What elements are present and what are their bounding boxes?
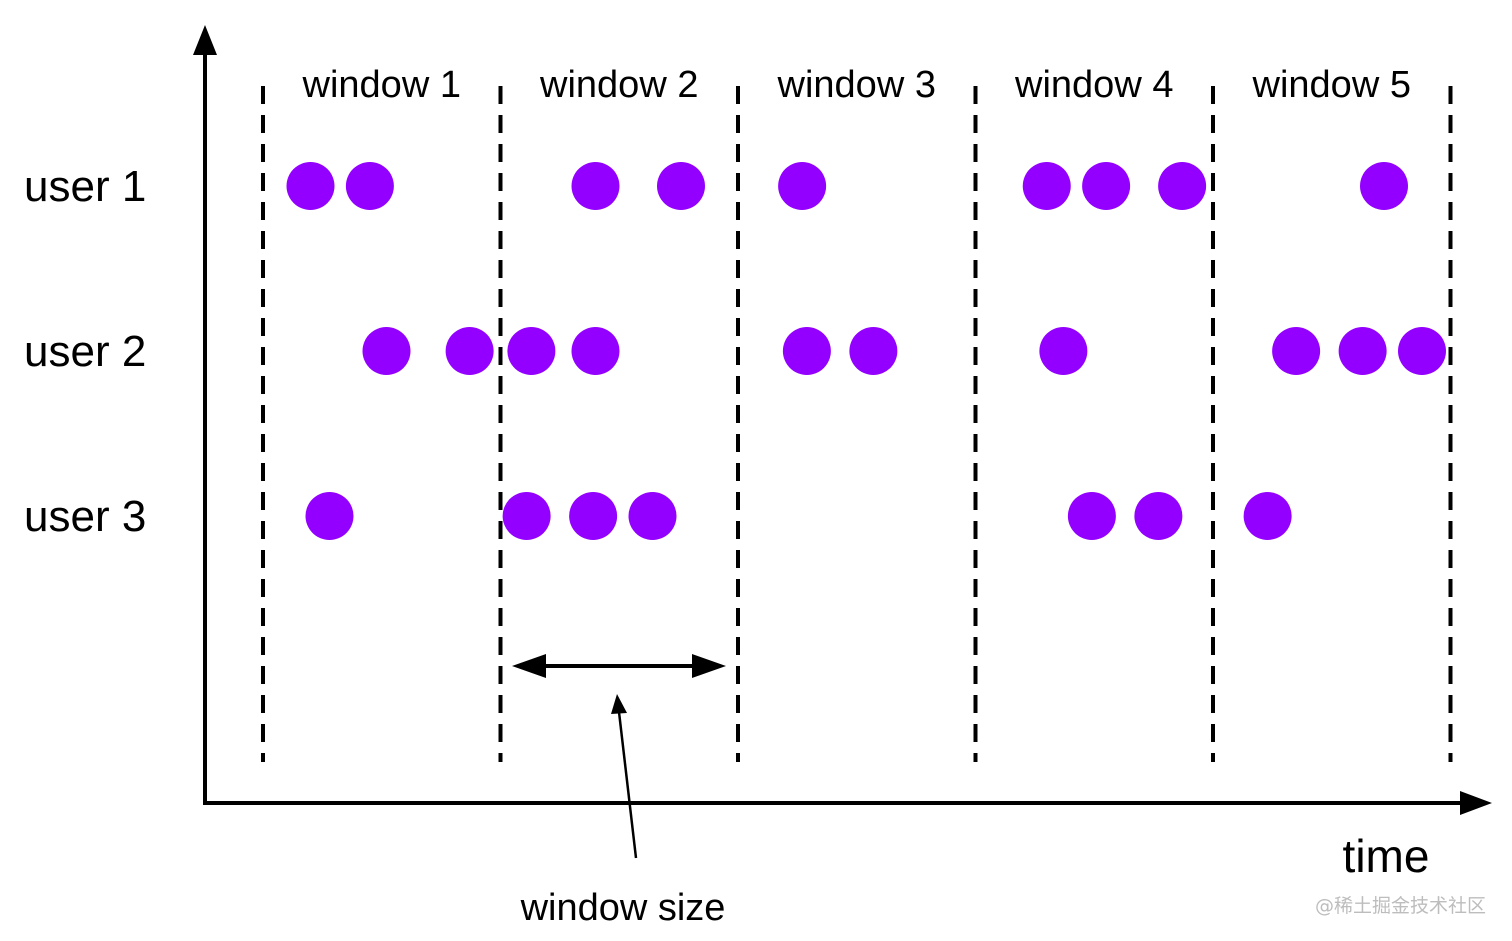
window-labels: window 1 window 2 window 3 window 4 window 5 <box>302 64 1411 106</box>
window-dividers <box>261 86 1453 762</box>
event-dot <box>502 492 551 540</box>
event-dot <box>1338 327 1387 375</box>
event-dot <box>657 162 705 210</box>
window-size-label: window size <box>520 887 726 929</box>
event-dot <box>1158 162 1207 210</box>
event-dot <box>1039 327 1088 375</box>
x-axis-arrowhead <box>1460 791 1492 815</box>
event-dot <box>286 162 335 210</box>
window-size-arrow-left <box>512 654 546 678</box>
event-dot <box>1067 492 1116 540</box>
event-dot <box>571 162 620 210</box>
event-dot <box>362 327 411 375</box>
event-dot <box>305 492 354 540</box>
window-size-indicator: window size <box>512 654 726 929</box>
event-dot <box>1272 327 1321 375</box>
event-dot <box>1243 492 1292 540</box>
x-axis-label: time <box>1343 830 1430 882</box>
event-dot <box>571 327 620 375</box>
event-dot <box>1082 162 1131 210</box>
y-axis-arrowhead <box>193 25 217 55</box>
event-dot <box>1398 327 1446 375</box>
window-size-pointer-arrowhead <box>611 694 627 714</box>
event-dot <box>569 492 618 540</box>
watermark: @稀土掘金技术社区 <box>1315 895 1486 917</box>
user-label: user 3 <box>24 492 146 541</box>
window-label: window 1 <box>302 64 461 106</box>
event-dot <box>507 327 556 375</box>
window-size-pointer-line <box>617 711 638 859</box>
event-dots <box>286 162 1446 540</box>
window-label: window 4 <box>1014 64 1173 106</box>
event-dot <box>345 162 394 210</box>
event-dot <box>445 327 494 375</box>
event-dot <box>1022 162 1071 210</box>
user-labels: user 1 user 2 user 3 <box>24 162 146 541</box>
axes <box>193 25 1492 815</box>
window-size-arrow-right <box>692 654 726 678</box>
event-dot <box>1360 162 1408 210</box>
event-dot <box>849 327 898 375</box>
user-label: user 1 <box>24 162 146 211</box>
user-label: user 2 <box>24 327 146 376</box>
event-dot <box>628 492 677 540</box>
window-label: window 5 <box>1252 64 1411 106</box>
event-dot <box>1134 492 1183 540</box>
event-dot <box>778 162 827 210</box>
window-label: window 2 <box>539 64 698 106</box>
window-label: window 3 <box>777 64 936 106</box>
event-dot <box>782 327 831 375</box>
